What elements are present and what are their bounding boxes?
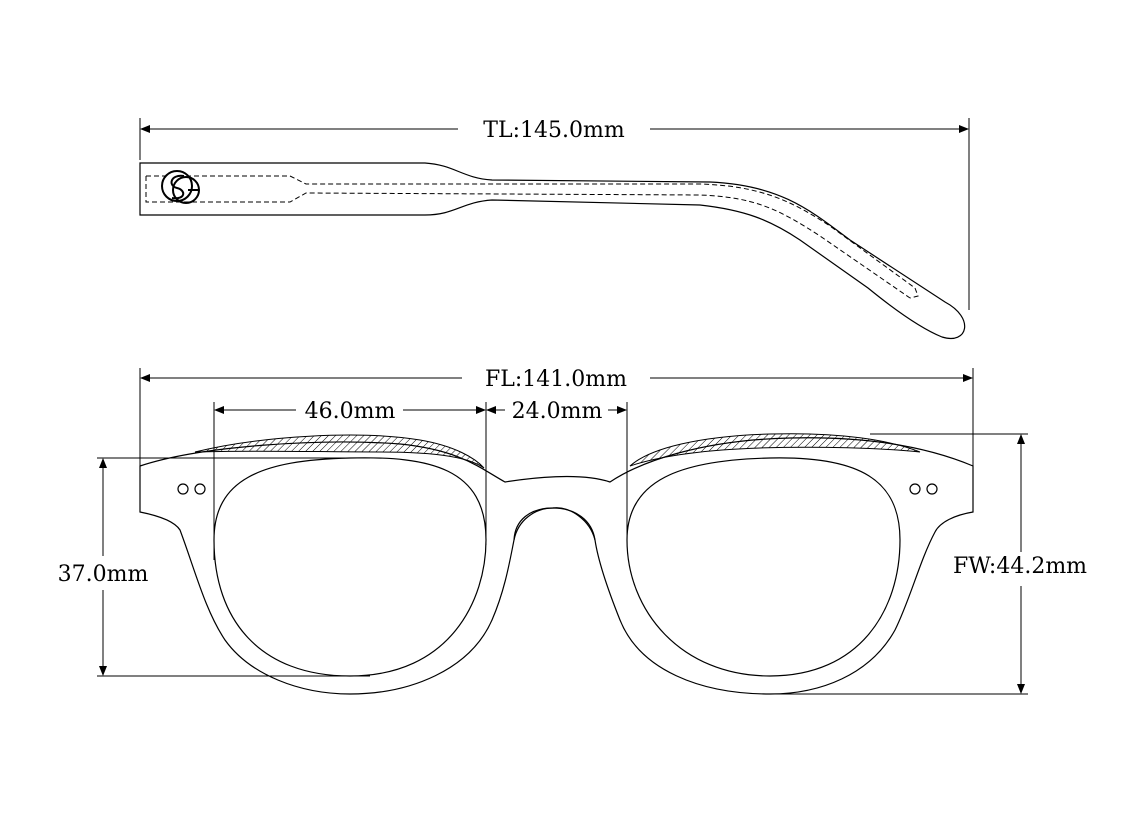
lens-right xyxy=(626,457,901,677)
front-view: FL:141.0mm 46.0mm 24.0mm 37.0mm FW:44.2m… xyxy=(58,367,1087,695)
rivet-right-2 xyxy=(926,483,938,495)
temple-core-wire-tip xyxy=(909,287,919,299)
lens-height-label: 37.0mm xyxy=(58,562,149,587)
frame-height-label: FW:44.2mm xyxy=(953,554,1087,579)
rivet-left-1 xyxy=(177,483,189,495)
rivet-right-1 xyxy=(909,483,921,495)
lens-left xyxy=(213,457,487,677)
frame-outline xyxy=(139,437,974,695)
temple-length-label: TL:145.0mm xyxy=(483,118,625,143)
temple-outline xyxy=(139,162,966,339)
brow-hatch-left xyxy=(194,434,485,469)
frame-length-label: FL:141.0mm xyxy=(485,367,627,392)
nose-bridge-arch xyxy=(513,507,596,541)
rivet-left-2 xyxy=(194,483,206,495)
temple-view: TL:145.0mm xyxy=(139,118,970,339)
temple-core-wire-upper xyxy=(146,175,916,289)
lens-width-label: 46.0mm xyxy=(305,399,396,424)
brow-hatch-right xyxy=(629,433,921,467)
sg-monogram-icon xyxy=(161,170,200,204)
bridge-width-label: 24.0mm xyxy=(512,399,603,424)
temple-core-wire-lower xyxy=(145,176,911,299)
